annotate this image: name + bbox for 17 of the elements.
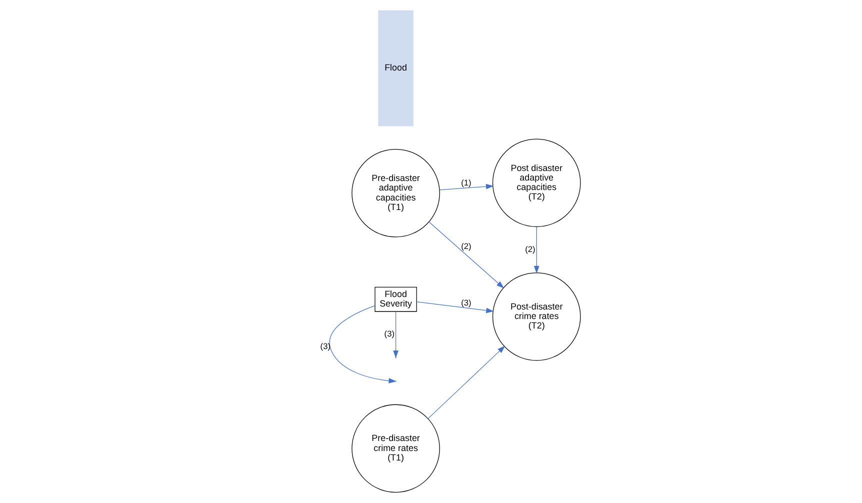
node-circle: Pre-disaster adaptive capacities (T1) [352, 148, 440, 238]
node-box: Flood Severity [374, 286, 417, 312]
edge-label: (3) [461, 297, 472, 308]
node-circle: Pre-disaster crime rates (T1) [352, 404, 440, 493]
edge-label: (2) [461, 241, 472, 252]
edge-label: (1) [461, 178, 472, 188]
node-box: Flood [378, 10, 414, 126]
arrow [416, 302, 494, 314]
node-circle: Post-disaster crime rates (T2) [492, 272, 581, 361]
arrow [428, 222, 504, 288]
arrow [439, 184, 494, 190]
arrow [428, 346, 506, 419]
arrow [534, 226, 540, 274]
edge-label: (3) [384, 328, 394, 339]
edge-label: (3) [320, 340, 330, 351]
node-circle: Post disaster adaptive capacities (T2) [492, 138, 581, 228]
edge-label: (2) [525, 244, 536, 254]
